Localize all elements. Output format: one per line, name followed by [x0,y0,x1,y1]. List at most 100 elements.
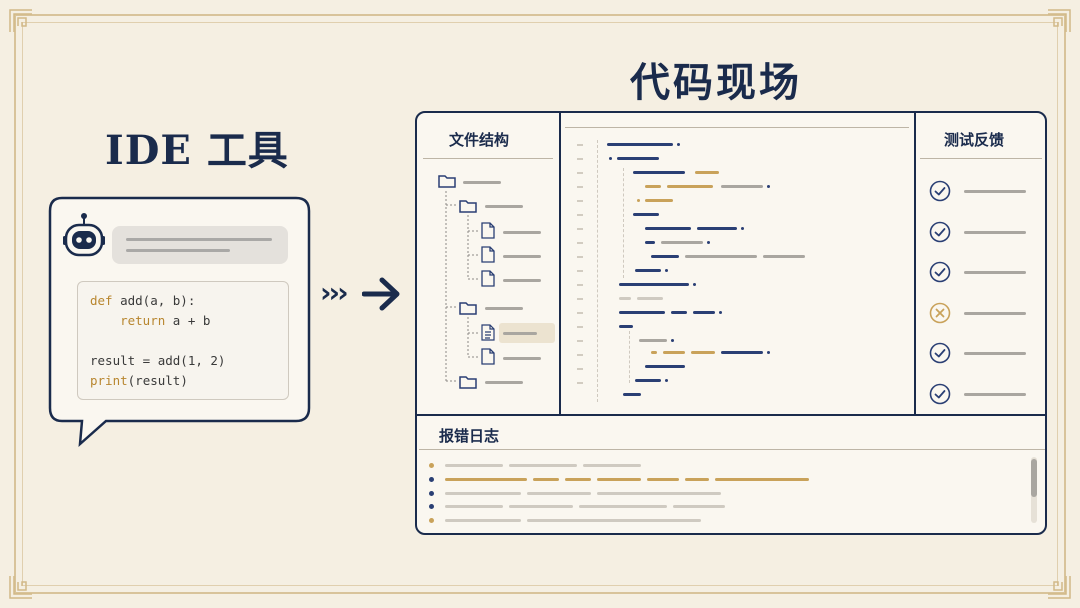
file-icon[interactable] [481,348,495,365]
code-token [637,199,640,202]
log-entry [445,464,503,467]
file-name[interactable] [503,231,541,234]
folder-name[interactable] [485,205,523,208]
folder-icon[interactable] [438,173,456,188]
line-number [577,382,583,384]
check-circle-icon [929,342,951,364]
corner-ornament-bottom-left [8,574,34,600]
line-number [577,144,583,146]
file-tree-connectors [445,191,479,382]
log-entry [445,492,521,495]
file-name[interactable] [503,357,541,360]
corner-ornament-top-right [1046,8,1072,34]
file-icon[interactable] [481,222,495,239]
code-token [671,339,674,342]
code-token [645,185,661,188]
test-result-label [964,190,1026,193]
indent-guide [629,331,630,383]
code-token [695,171,719,174]
test-header-rule [920,158,1042,159]
error-log-title: 报错日志 [439,427,500,445]
code-line [90,331,276,351]
line-number [577,256,583,258]
code-token [651,255,679,258]
code-token [609,157,612,160]
code-token [645,241,655,244]
divider-log-pane [417,414,1045,416]
file-icon[interactable] [481,246,495,263]
ide-panel: 文件结构 [415,111,1047,535]
code-line: result = add(1, 2) [90,353,226,368]
file-tree-header-rule [423,158,553,159]
line-number [577,270,583,272]
decorative-frame-outer [14,14,1066,594]
log-entry [685,478,709,481]
code-token [635,379,661,382]
assistant-message-bubble [112,226,288,264]
corner-ornament-top-left [8,8,34,34]
folder-icon[interactable] [459,374,477,389]
code-token [665,379,668,382]
folder-icon[interactable] [459,300,477,315]
code-token [623,393,641,396]
file-name[interactable] [503,279,541,282]
check-circle-icon [929,383,951,404]
log-entry [597,478,641,481]
test-result-label [964,352,1026,355]
log-entry [527,492,591,495]
code-token [685,255,757,258]
divider-file-tree [559,113,561,416]
log-scrollbar-thumb[interactable] [1031,459,1037,497]
code-token [693,311,715,314]
code-snippet: def add(a, b): return a + b result = add… [77,281,289,400]
code-token [645,227,691,230]
file-name[interactable] [503,255,541,258]
code-token [633,213,659,216]
log-entry [579,505,667,508]
log-entry [647,478,679,481]
code-token [677,143,680,146]
folder-icon[interactable] [459,198,477,213]
folder-name[interactable] [485,307,523,310]
code-token [645,199,673,202]
file-name[interactable] [503,332,537,335]
log-entry [509,464,577,467]
code-token [663,351,685,354]
log-info-dot [429,504,434,509]
file-icon[interactable] [481,270,495,287]
ide-tool-title: IDE 工具 [105,127,289,174]
divider-test-pane [914,113,916,416]
code-token [707,241,710,244]
code-token [633,171,685,174]
file-text-icon[interactable] [481,324,495,341]
code-token [721,351,763,354]
log-header-rule [419,449,1045,450]
code-token [617,157,659,160]
code-token [607,143,673,146]
folder-name[interactable] [463,181,501,184]
chevron-right-icon: ››› [320,276,349,309]
code-line: return a + b [90,313,211,328]
code-token [697,227,737,230]
indent-guide [597,140,598,402]
code-token [639,339,667,342]
line-number [577,200,583,202]
log-entry [445,519,521,522]
log-entry [527,519,701,522]
line-number [577,242,583,244]
indent-guide [623,168,624,278]
code-token [691,351,715,354]
code-token [619,297,631,300]
code-token [661,241,703,244]
code-token [637,297,663,300]
line-number [577,354,583,356]
code-token [719,311,722,314]
log-entry [583,464,641,467]
line-number [577,172,583,174]
code-token [721,185,763,188]
log-entry [565,478,591,481]
check-circle-icon [929,180,951,202]
log-entry [533,478,559,481]
folder-name[interactable] [485,381,523,384]
test-result-label [964,230,1026,234]
